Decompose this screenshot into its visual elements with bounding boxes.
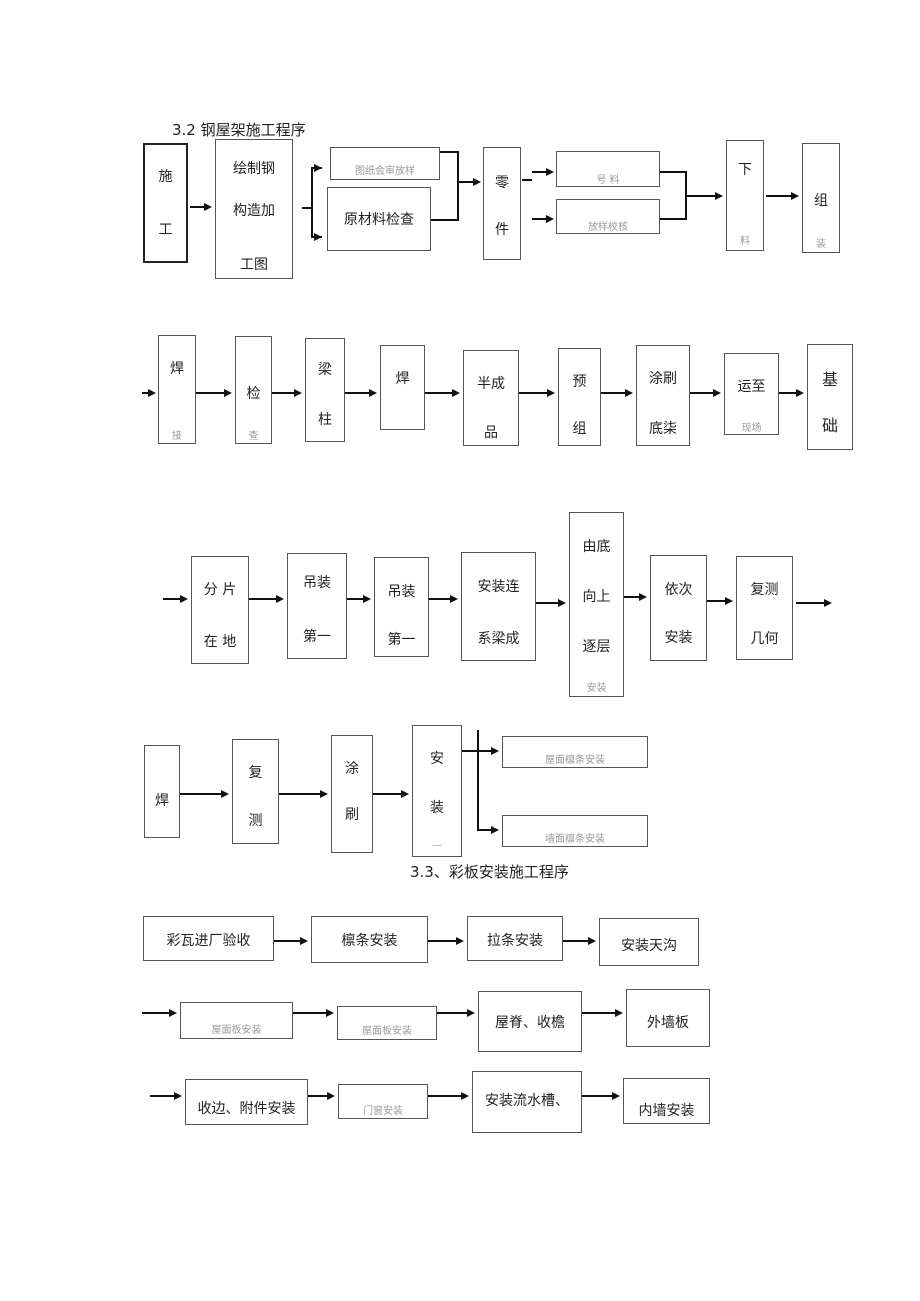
step-gutter-install: 安装天沟 [599, 918, 699, 966]
flow-arrow-head [204, 203, 212, 211]
step-drawing-review: 图纸会审放样 [330, 147, 440, 180]
step-ridge-eave: 屋脊、收檐 [478, 991, 582, 1052]
step-brace-install: 拉条安装 [467, 916, 563, 961]
step-parts: 零 件 [483, 147, 521, 260]
flow-arrow-head [456, 937, 464, 945]
flow-arrow-head [558, 599, 566, 607]
step-install: 安 装 — [412, 725, 462, 857]
step-bottom-up-install: 由底 向上 逐层 安装 [569, 512, 624, 697]
flow-arrow-head [180, 595, 188, 603]
flow-arrow-head [615, 1009, 623, 1017]
step-primer-coating: 涂刷 底柒 [636, 345, 690, 446]
flow-arrow-head [796, 389, 804, 397]
connector-merge-3 [660, 171, 687, 220]
flow-arrow-head [450, 595, 458, 603]
flow-arrow-head [369, 389, 377, 397]
flow-arrow-head [715, 192, 723, 200]
step-install-tie-beams: 安装连 系梁成 [461, 552, 536, 661]
flow-arrow-head [461, 1092, 469, 1100]
flow-arrow-head [467, 1009, 475, 1017]
step-wall-purlin-install: 墙面檩条安装 [502, 815, 648, 847]
step-recheck-geometry: 复测 几何 [736, 556, 793, 660]
flow-arrow-head [320, 790, 328, 798]
flow-arrow-head [276, 595, 284, 603]
step-interior-wall-install: 内墙安装 [623, 1078, 710, 1124]
flow-arrow-head [221, 790, 229, 798]
flow-arrow-head [625, 389, 633, 397]
flow-arrow-head [327, 1092, 335, 1100]
step-panel-inspection: 彩瓦进厂验收 [143, 916, 274, 961]
flow-arrow-head [725, 597, 733, 605]
step-roof-purlin-install: 屋面檩条安装 [502, 736, 648, 768]
connector-branch-3 [477, 730, 490, 831]
step-hoist-first-1: 吊装 第一 [287, 553, 347, 659]
flow-arrow-head [547, 389, 555, 397]
flow-arrow-head [713, 389, 721, 397]
flow-arrow-head [224, 389, 232, 397]
step-layout-check: 放样校核 [556, 199, 660, 234]
flow-arrow-head [491, 747, 499, 755]
step-pre-assembly: 预 组 [558, 348, 601, 446]
connector-branch-1 [302, 167, 322, 209]
flow-arrow-head [791, 192, 799, 200]
flow-arrow-head [473, 178, 481, 186]
step-cutting: 下 料 [726, 140, 764, 251]
flow-arrow-head [326, 1009, 334, 1017]
step-recheck: 复 测 [232, 739, 279, 844]
step-material-check: 原材料检查 [327, 187, 431, 251]
step-semi-finished: 半成 品 [463, 350, 519, 446]
step-door-window-install: 门窗安装 [338, 1084, 428, 1119]
step-split-on-ground: 分 片 在 地 [191, 556, 249, 664]
flow-arrow-head [174, 1092, 182, 1100]
flow-arrow-head [824, 599, 832, 607]
step-construction: 施 工 [143, 143, 188, 263]
step-transport-to-site: 运至 现场 [724, 353, 779, 435]
flow-arrow-head [546, 215, 554, 223]
connector-merge-2 [431, 182, 459, 221]
step-draw-steel-drawings: 绘制钢 构造加 工图 [215, 139, 293, 279]
connector-branch-2 [311, 208, 322, 238]
step-paint: 涂 刷 [331, 735, 373, 853]
step-layout-marking: 号 料 [556, 151, 660, 187]
step-roof-panel-install: 屋面板安装 [180, 1002, 293, 1039]
flow-arrow-head [588, 937, 596, 945]
flow-arrow-head [294, 389, 302, 397]
step-roof-panel-install-2: 屋面板安装 [337, 1006, 437, 1040]
flow-arrow-head [401, 790, 409, 798]
section-title-steel-roof: 3.2 钢屋架施工程序 [172, 121, 306, 139]
step-weld-2: 焊 [380, 345, 425, 430]
step-inspection: 检 查 [235, 336, 272, 444]
step-beam-column: 梁 柱 [305, 338, 345, 442]
flow-arrow-head [639, 593, 647, 601]
step-weld-final: 焊 [144, 745, 180, 838]
step-exterior-wall-panel: 外墙板 [626, 989, 710, 1047]
section-title-color-panel: 3.3、彩板安装施工程序 [410, 863, 569, 881]
flow-arrow-head [300, 937, 308, 945]
flow-arrow-head [491, 826, 499, 834]
step-hoist-first-2: 吊装 第一 [374, 557, 429, 657]
step-foundation: 基 础 [807, 344, 853, 450]
step-edging-accessories: 收边、附件安装 [185, 1079, 308, 1125]
flow-arrow-head [169, 1009, 177, 1017]
connector-merge-1 [440, 151, 462, 183]
step-welding: 焊 接 [158, 335, 196, 444]
flow-arrow-head [148, 389, 156, 397]
flow-arrow-head [612, 1092, 620, 1100]
flow-arrow-head [363, 595, 371, 603]
flow-arrow-head [546, 168, 554, 176]
step-downspout-install: 安装流水槽、 [472, 1071, 582, 1133]
step-assembly: 组 装 [802, 143, 840, 253]
flow-arrow-head [452, 389, 460, 397]
step-purlin-install: 檩条安装 [311, 916, 428, 963]
step-sequential-install: 依次 安装 [650, 555, 707, 661]
